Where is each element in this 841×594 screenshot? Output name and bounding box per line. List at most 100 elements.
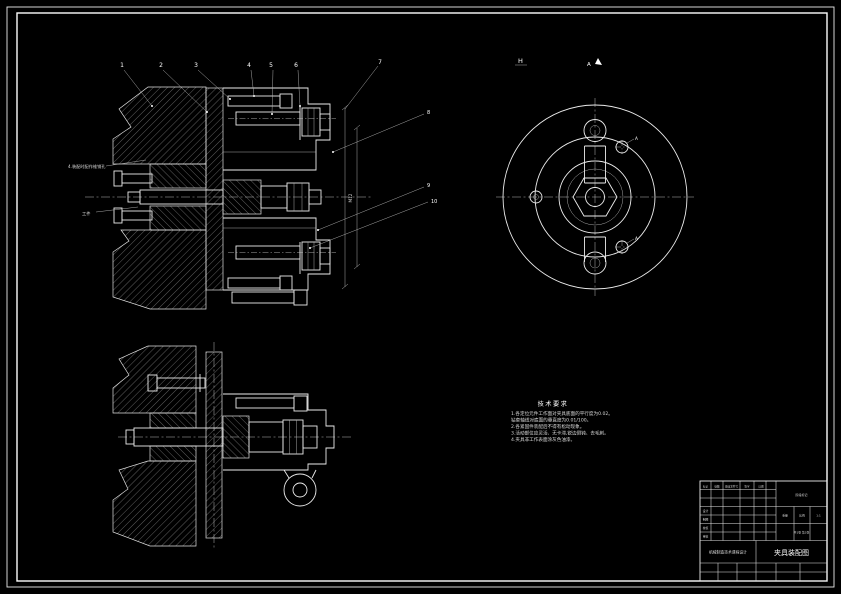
ring-inner bbox=[292, 482, 308, 498]
clamp-piece-upper-2 bbox=[149, 412, 197, 429]
callout-leader-dots bbox=[151, 95, 334, 249]
tb-drawing-title: 夹具装配图 bbox=[774, 548, 809, 557]
bolt-small-lower-shank bbox=[227, 277, 281, 289]
datum-label-2: A bbox=[635, 236, 638, 241]
lug-line-1 bbox=[283, 469, 290, 479]
bolt-lower-stub bbox=[319, 247, 331, 265]
tb-scale-label: 比例 bbox=[799, 514, 805, 518]
notes-title: 技术要求 bbox=[538, 400, 569, 408]
corner-label: H bbox=[518, 57, 523, 65]
stud-head-2 bbox=[113, 207, 123, 224]
dim-tick-1 bbox=[341, 104, 349, 111]
tb-approve: 审核 bbox=[703, 535, 709, 539]
body-top-bolt-head bbox=[293, 395, 308, 412]
ring-outer bbox=[283, 473, 317, 507]
datum-label-1: A bbox=[635, 136, 638, 141]
note-line-2: 钻套轴线对底面的垂直度为0.01/100。 bbox=[511, 417, 591, 424]
tb-design: 设计 bbox=[703, 509, 709, 513]
tb-col-count: 处数 bbox=[714, 485, 720, 489]
datum-leader-1 bbox=[626, 138, 635, 144]
fixture-plate bbox=[205, 87, 224, 291]
bolt-small-lower-head bbox=[279, 275, 293, 291]
tb-sheet: 共1张 第1张 bbox=[794, 531, 810, 535]
annotation-pin-holes: 4.装配时配作锥销孔 bbox=[68, 163, 106, 170]
sheet-outer-border bbox=[6, 6, 835, 588]
callout-3: 3 bbox=[194, 62, 198, 69]
lower-shaft-tip bbox=[125, 429, 135, 445]
base-bolt-head bbox=[293, 289, 308, 306]
tb-organisation: 机械制造技术课程设计 bbox=[709, 550, 747, 555]
slot-top bbox=[584, 145, 606, 184]
hatched-block-lower bbox=[112, 229, 207, 310]
dim-tick-3 bbox=[353, 124, 361, 131]
hexhead-upper bbox=[301, 107, 321, 137]
lower-body-outline bbox=[223, 393, 335, 471]
pin-hole-left bbox=[529, 190, 543, 204]
hatched-block-lower-2 bbox=[112, 460, 197, 547]
locator-tip bbox=[127, 191, 141, 203]
view-front: A A H A bbox=[496, 57, 694, 296]
tb-revision-grid bbox=[700, 481, 777, 541]
locator-end bbox=[308, 189, 322, 205]
outer-circle bbox=[502, 104, 688, 290]
note-line-3: 2.各紧固件装配后不得有松动现象。 bbox=[511, 423, 584, 430]
technical-notes: 技术要求 1.各定位元件工作面对夹具底面的平行度为0.02。 钻套轴线对底面的垂… bbox=[511, 400, 613, 443]
tb-draft: 制图 bbox=[703, 518, 709, 522]
locator-hub bbox=[222, 179, 262, 215]
flange-bolt-shank bbox=[156, 377, 206, 389]
tb-scale-value: 1:1 bbox=[816, 514, 821, 518]
view-main-section: M12 1 2 3 4 5 6 7 8 9 10 4.装配时配作锥销孔 工 bbox=[68, 59, 437, 310]
bolt-circle bbox=[534, 136, 656, 258]
tb-col-mark: 标记 bbox=[703, 485, 709, 489]
pin-hole-left-inner bbox=[533, 194, 539, 200]
callout-5: 5 bbox=[269, 62, 273, 69]
bolt-small-upper-head bbox=[279, 93, 293, 109]
sheet-inner-border bbox=[16, 12, 828, 582]
view-lower-section bbox=[112, 342, 352, 548]
view-direction-label: A bbox=[587, 62, 591, 68]
hatched-block-upper bbox=[112, 86, 207, 165]
datum-leader-2 bbox=[626, 238, 635, 244]
bore-circle bbox=[566, 168, 624, 226]
callout-7: 7 bbox=[378, 59, 382, 66]
clamp-piece-upper bbox=[149, 163, 207, 189]
title-block-border bbox=[699, 480, 828, 582]
lower-hub bbox=[222, 415, 250, 459]
dim-text: M12 bbox=[348, 193, 353, 202]
title-block: 标记 处数 更改文件号 签字 日期 设计 制图 校核 审核 阶段标记 重量 比例… bbox=[699, 480, 828, 582]
tb-stage: 阶段标记 bbox=[795, 492, 807, 497]
callout-9: 9 bbox=[427, 183, 430, 189]
tb-col-sign: 签字 bbox=[744, 485, 750, 489]
stud-shank-2 bbox=[121, 210, 153, 221]
callout-leaders bbox=[95, 65, 429, 249]
callout-8: 8 bbox=[427, 110, 430, 116]
tb-weight: 重量 bbox=[782, 514, 788, 518]
bushing-top-inner bbox=[589, 125, 601, 136]
body-top-bolt-shank bbox=[235, 397, 295, 409]
tb-col-date: 日期 bbox=[758, 485, 764, 489]
note-line-1: 1.各定位元件工作面对夹具底面的平行度为0.02。 bbox=[511, 410, 613, 417]
base-bolt-shank bbox=[231, 291, 295, 304]
callout-4: 4 bbox=[247, 62, 251, 69]
tb-check: 校核 bbox=[703, 526, 709, 530]
bushing-bottom-outer bbox=[583, 251, 607, 275]
bushing-top-outer bbox=[583, 119, 607, 142]
callout-1: 1 bbox=[120, 62, 124, 69]
note-line-5: 4.夹具非工作表面涂灰色油漆。 bbox=[511, 436, 575, 443]
view-direction-arrow-icon bbox=[595, 58, 602, 65]
clamp-piece-lower-2 bbox=[149, 445, 197, 462]
center-hexagon bbox=[572, 177, 618, 217]
lug-line-2 bbox=[311, 469, 317, 479]
flange-plate bbox=[205, 351, 223, 539]
stud-head-1 bbox=[113, 170, 123, 187]
callout-10: 10 bbox=[431, 199, 437, 205]
tb-col-docno: 更改文件号 bbox=[725, 485, 738, 489]
dim-tick-4 bbox=[353, 263, 361, 270]
boss-circle bbox=[558, 160, 632, 234]
callout-2: 2 bbox=[159, 62, 163, 69]
clamp-piece-lower bbox=[149, 205, 207, 231]
lower-stub bbox=[302, 425, 318, 449]
annotation-workpiece: 工件 bbox=[82, 210, 90, 217]
hatched-block-upper-2 bbox=[112, 345, 197, 414]
